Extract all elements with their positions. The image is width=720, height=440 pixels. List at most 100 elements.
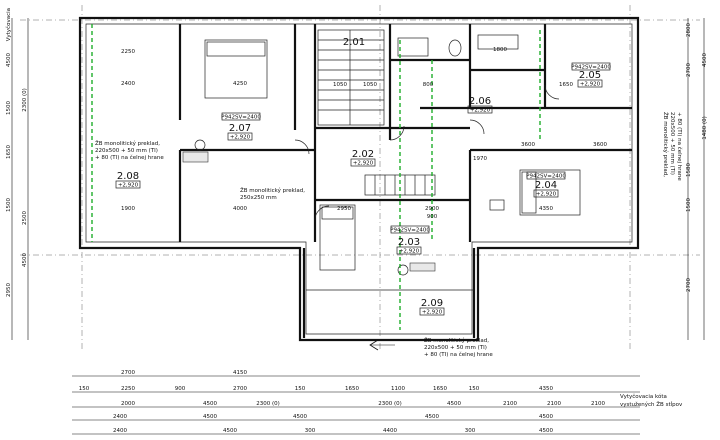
dim-text: 4500 (539, 428, 553, 434)
room-level: +2,920 (118, 183, 139, 189)
dim-text: 3600 (521, 142, 535, 148)
doors (294, 84, 560, 221)
dim-text: 150 (469, 386, 480, 392)
dim-text: 4500 (293, 414, 307, 420)
dim-text: 150 (295, 386, 306, 392)
dim-text: 2700 (233, 386, 247, 392)
dim-text: 2500 (22, 211, 28, 225)
lintel-note-line: + 80 (TI) na čelnej hrane (676, 112, 683, 181)
dim-text: 1650 (433, 386, 447, 392)
dim-text: 2100 (591, 401, 605, 407)
corner-label: Vytyčovacia (5, 8, 12, 41)
room-number: 2.08 (117, 171, 139, 182)
section-marker (369, 339, 395, 351)
dim-text: 2950 (337, 206, 351, 212)
room-number: 2.07 (229, 123, 251, 134)
dim-text: 1800 (493, 47, 507, 53)
dim-text: 1900 (121, 206, 135, 212)
lintel-note-line: ŽB monolitický preklad, (95, 139, 160, 147)
dim-text: 4350 (539, 386, 553, 392)
lintel-note-line: 220x500 + 50 mm (TI) (95, 148, 158, 154)
dim-text: 1050 (363, 82, 377, 88)
dim-text: 4500 (203, 401, 217, 407)
dim-text: 300 (465, 428, 476, 434)
lintel-notes: ŽB monolitický preklad, 220x500 + 50 mm … (95, 112, 683, 358)
room-number: 2.06 (469, 96, 491, 107)
room-number: 2.01 (343, 37, 365, 48)
room-number: 2.02 (352, 149, 374, 160)
dim-text: 1650 (345, 386, 359, 392)
legend-line: Vytyčovacia kóta (620, 393, 667, 400)
dim-text: 2400 (113, 414, 127, 420)
room-level: +2,920 (230, 135, 251, 141)
dim-text: 4400 (383, 428, 397, 434)
lintel-note-line: ŽB monolitický preklad, (662, 112, 670, 177)
dim-text: 2100 (547, 401, 561, 407)
room-level: +2,920 (353, 161, 374, 167)
right-dimensions: 2800 2700 4500 1580 1500 2700 1480 (0) (686, 18, 708, 340)
dim-text: 2100 (503, 401, 517, 407)
room-number: 2.03 (398, 237, 420, 248)
grid-lines (20, 5, 700, 350)
exterior-walls (78, 16, 640, 342)
dim-text: 1970 (473, 156, 487, 162)
lintel-note-line: 220x500 + 50 mm (TI) (424, 345, 487, 351)
furniture (182, 34, 581, 276)
dim-text: 4500 (6, 53, 12, 67)
window-tags: P942SV=2400 P942SV=2400 P942SV=2400 P942… (221, 62, 611, 234)
dim-text: 4000 (233, 206, 247, 212)
dim-text: 4500 (223, 428, 237, 434)
dim-text: 4500 (539, 414, 553, 420)
dim-text: 2950 (6, 283, 12, 297)
bottom-dimensions: 2700 4150 150 2250 900 2700 150 1650 110… (72, 370, 683, 435)
legend-line: vystužených ŽB stĺpov (620, 400, 683, 408)
dim-text: 2700 (686, 63, 692, 77)
dim-text: 1650 (6, 145, 12, 159)
dim-text: 300 (305, 428, 316, 434)
room-level: +2,920 (399, 249, 420, 255)
dim-text: 1650 (559, 82, 573, 88)
dim-text: 3600 (593, 142, 607, 148)
dim-text: 4500 (22, 253, 28, 267)
dim-text: 2400 (113, 428, 127, 434)
dim-text: 2300 (0) (22, 88, 28, 112)
lintel-note-line: ŽB monolitický preklad, (424, 336, 489, 344)
window-tag: P942SV=2400 (526, 174, 566, 180)
room-labels: 2.01 2.02 +2,920 2.03 +2,920 2.04 +2,920… (115, 37, 603, 316)
dim-text: 2300 (0) (378, 401, 402, 407)
dim-text: 4150 (233, 370, 247, 376)
window-tag: P942SV=2400 (390, 228, 430, 234)
dim-text: 150 (79, 386, 90, 392)
structural-markings (91, 24, 541, 330)
lintel-note-line: ŽB monolitický preklad, (240, 186, 305, 194)
room-number: 2.05 (579, 70, 601, 81)
dim-text: 800 (423, 82, 434, 88)
dim-text: 2250 (121, 49, 135, 55)
dim-text: 4500 (702, 53, 708, 67)
lintel-note-line: 250x250 mm (240, 195, 277, 201)
dim-text: 2250 (121, 386, 135, 392)
room-level: +2,920 (422, 310, 443, 316)
window-tag: P942SV=2400 (221, 115, 261, 121)
dim-text: 4350 (539, 206, 553, 212)
room-number: 2.04 (535, 180, 557, 191)
dim-text: 1580 (686, 163, 692, 177)
dim-text: 1050 (333, 82, 347, 88)
dim-text: 900 (175, 386, 186, 392)
dim-text: 2400 (121, 81, 135, 87)
dim-text: 4250 (233, 81, 247, 87)
dim-text: 2700 (686, 278, 692, 292)
dim-text: 2000 (121, 401, 135, 407)
dim-text: 2300 (0) (256, 401, 280, 407)
lintel-note-line: + 80 (TI) na čelnej hrane (95, 154, 164, 161)
window-tag: P942SV=2400 (571, 65, 611, 71)
room-level: +2,920 (470, 108, 491, 114)
dim-text: 900 (427, 214, 438, 220)
staircase (317, 29, 436, 196)
lintel-note-line: 220x500 + 50 mm (TI) (669, 112, 675, 175)
dim-text: 1500 (6, 101, 12, 115)
dim-text: 1500 (6, 198, 12, 212)
dim-text: 1100 (391, 386, 405, 392)
dim-text: 4500 (425, 414, 439, 420)
